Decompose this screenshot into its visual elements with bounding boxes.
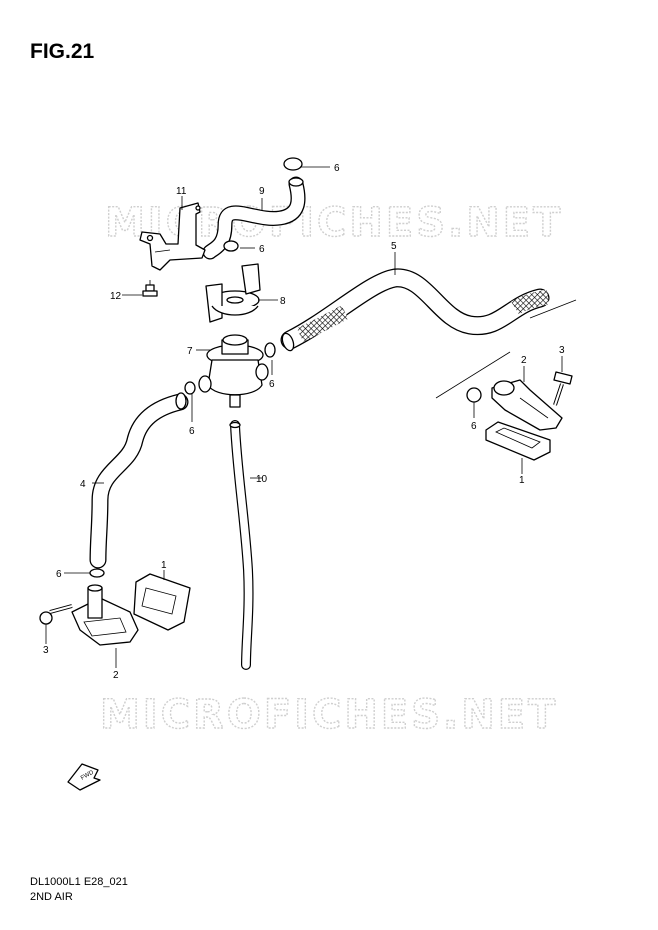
- bolt-left-3: [39, 604, 73, 625]
- callout-11: 11: [176, 186, 187, 197]
- callout-9: 9: [259, 186, 265, 197]
- rubber-mount-8: [205, 263, 261, 323]
- hose-9: [202, 176, 306, 260]
- hose-10: [229, 420, 254, 670]
- callout-8: 8: [280, 296, 286, 307]
- watermark-top: MICROFICHES.NET: [105, 200, 563, 246]
- reed-cover-left-2: [71, 584, 139, 646]
- model-code: DL1000L1 E28_021: [30, 876, 128, 888]
- callout-6: 6: [56, 569, 62, 580]
- clamp-6-left: [89, 568, 105, 578]
- gasket-right-1: [485, 421, 551, 461]
- reed-valve-7: [198, 334, 269, 408]
- clamp-6-valve: [264, 342, 276, 358]
- callout-4: 4: [80, 479, 86, 490]
- gasket-left-1: [133, 573, 191, 631]
- clamp-6-right: [466, 387, 482, 403]
- figure-title: FIG.21: [30, 40, 95, 63]
- watermark-bottom: MICROFICHES.NET: [100, 692, 558, 738]
- reed-cover-right-2: [491, 379, 563, 431]
- clamp-6-top: [283, 157, 303, 171]
- callout-3: 3: [559, 345, 565, 356]
- section-name: 2ND AIR: [30, 891, 73, 903]
- callout-6: 6: [269, 379, 275, 390]
- hose-5: [280, 268, 550, 352]
- callout-6: 6: [471, 421, 477, 432]
- bracket-11: [139, 202, 206, 271]
- callout-12: 12: [110, 291, 122, 302]
- leader-lines: [45, 166, 563, 668]
- callout-2: 2: [113, 670, 119, 681]
- bolt-12: [142, 280, 158, 297]
- callout-6: 6: [334, 163, 340, 174]
- clamp-6-hose4: [184, 381, 196, 395]
- callout-3: 3: [43, 645, 49, 656]
- callout-6: 6: [259, 244, 265, 255]
- callout-10: 10: [256, 474, 268, 485]
- hose-4: [89, 392, 189, 569]
- clamp-6-mid: [223, 240, 239, 252]
- callout-6: 6: [189, 426, 195, 437]
- callout-5: 5: [391, 241, 397, 252]
- callout-1: 1: [161, 560, 167, 571]
- fwd-arrow-icon: FWD: [67, 763, 101, 791]
- callout-2: 2: [521, 355, 527, 366]
- callout-1: 1: [519, 475, 525, 486]
- bolt-right-3: [553, 371, 573, 406]
- callout-7: 7: [187, 346, 193, 357]
- callout-labels: 6 9 11 6 5 12 8 7 6 3 2 6 6 1 4 10 1 6 3…: [43, 163, 565, 681]
